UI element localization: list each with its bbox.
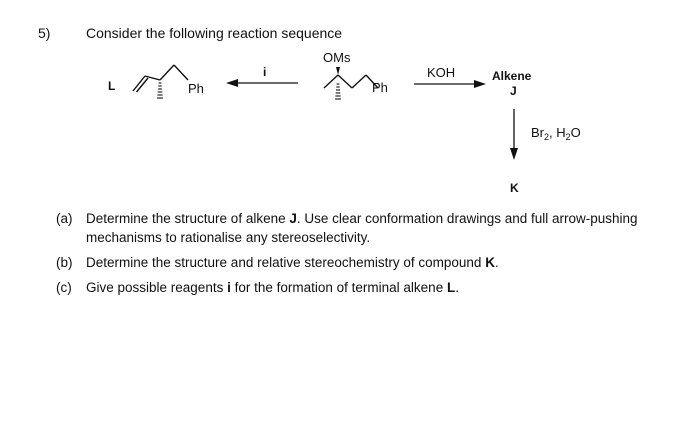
part-a-text: Determine the structure of alkene J. Use… [86, 211, 638, 245]
arrow-bromination [510, 109, 518, 160]
oms-wedge-bond [336, 67, 340, 75]
part-a: (a) Determine the structure of alkene J. … [56, 209, 676, 247]
reaction-scheme: L Ph i OMs Ph KOH Alkene J Br2, H2O K [108, 50, 581, 195]
mesylate-structure [323, 74, 379, 89]
compound-L-label: L [108, 79, 115, 93]
part-b-label: (b) [56, 255, 73, 270]
oms-label: OMs [323, 50, 351, 65]
part-c: (c) Give possible reagents i for the form… [56, 278, 676, 297]
part-b: (b) Determine the structure and relative … [56, 253, 676, 272]
reagent-i-label: i [263, 65, 266, 79]
koh-label: KOH [427, 65, 455, 80]
arrow-koh [414, 80, 486, 88]
compound-J-label: J [510, 84, 517, 98]
phenyl-label-left: Ph [188, 81, 204, 96]
part-b-text: Determine the structure and relative ste… [86, 255, 499, 270]
compound-L-structure [132, 64, 189, 93]
part-c-label: (c) [56, 280, 72, 295]
bromine-water-label: Br2, H2O [531, 125, 581, 142]
part-a-label: (a) [56, 211, 73, 226]
alkene-label: Alkene [492, 69, 532, 83]
compound-K-label: K [510, 181, 519, 195]
phenyl-label-middle: Ph [372, 80, 388, 95]
hashed-methyl-L [157, 82, 163, 99]
arrow-reagent-i [226, 79, 298, 87]
part-c-text: Give possible reagents i for the formati… [86, 280, 459, 295]
question-intro: Consider the following reaction sequence [86, 25, 343, 41]
question-number: 5) [38, 25, 51, 41]
hashed-methyl-mesylate [335, 83, 341, 100]
